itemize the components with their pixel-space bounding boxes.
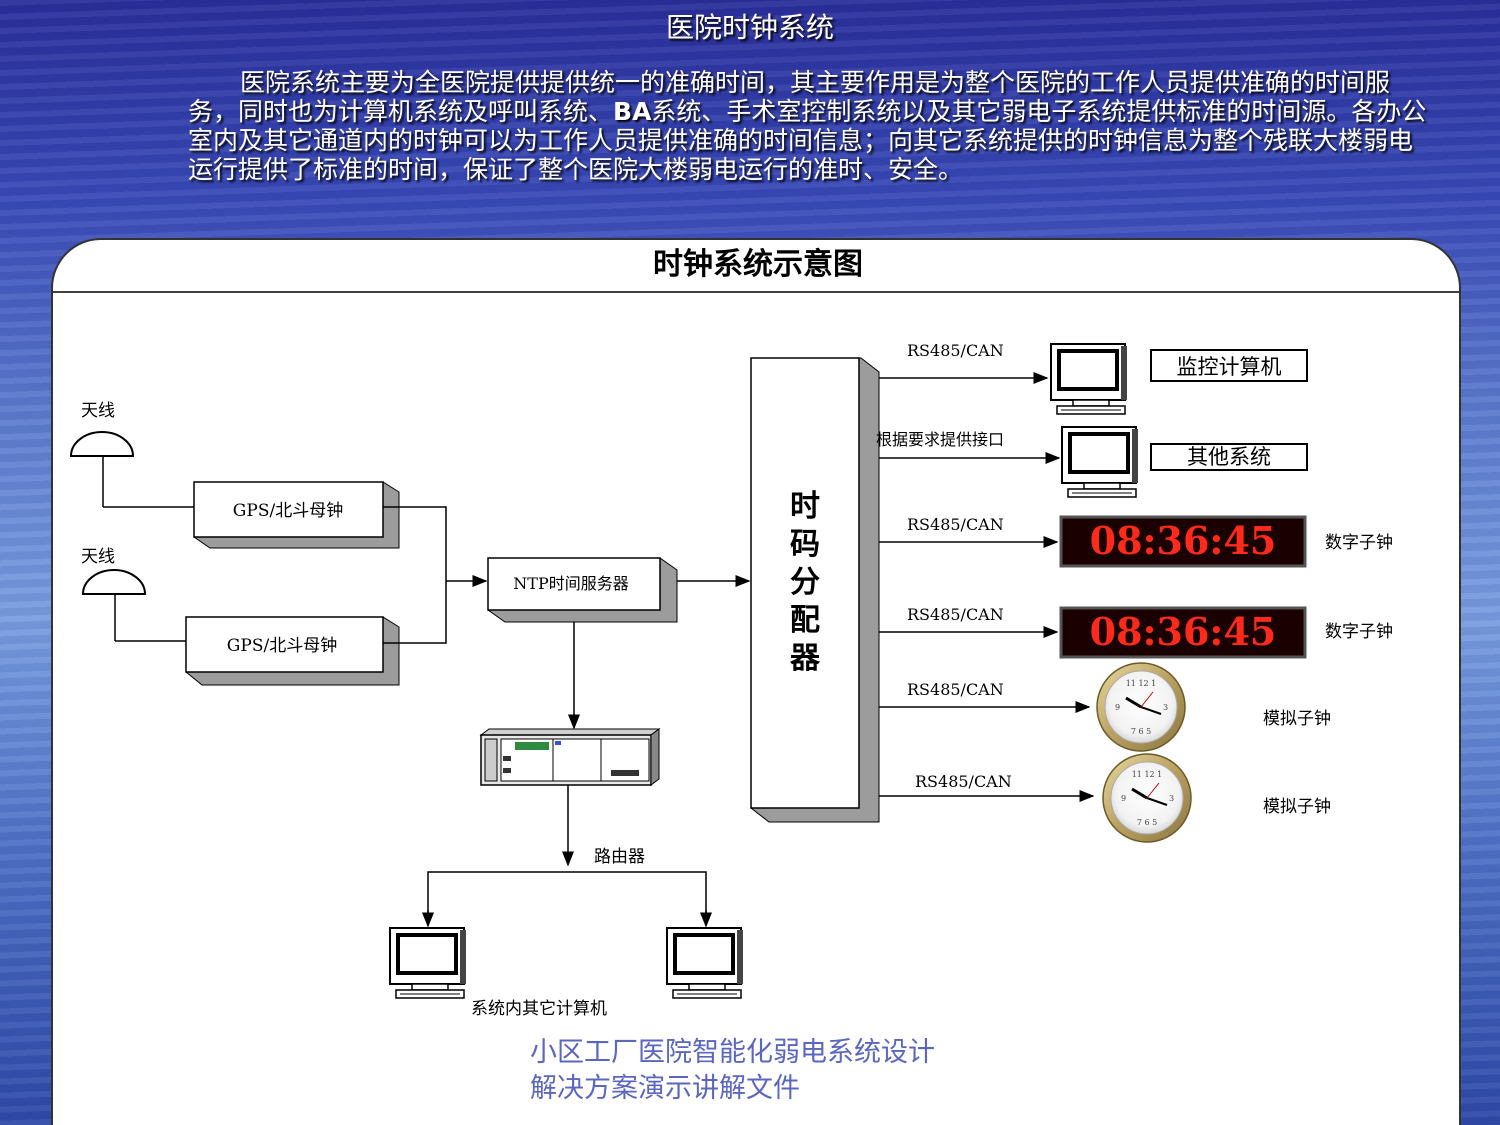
device-label-1: 监控计算机 xyxy=(1177,355,1282,379)
link-label-5: RS485/CAN xyxy=(907,680,1004,699)
svg-text:分: 分 xyxy=(790,565,820,600)
slide-title: 医院时钟系统 xyxy=(665,11,834,44)
device-label-4: 数字子钟 xyxy=(1325,622,1393,642)
svg-text:11 12 1: 11 12 1 xyxy=(1132,770,1163,779)
gps-master-clock-1 xyxy=(193,481,400,549)
antenna-label-2: 天线 xyxy=(81,547,115,567)
footer-line-2: 解决方案演示讲解文件 xyxy=(530,1073,800,1104)
svg-text:器: 器 xyxy=(789,641,821,676)
svg-text:9: 9 xyxy=(1115,703,1120,712)
diagram-panel: 时钟系统示意图 天线 天线 GPS/北斗母钟 GPS/北斗母钟 NTP时间服务器 xyxy=(51,238,1461,1125)
gps-to-ntp-connector xyxy=(383,506,488,644)
ntp-server xyxy=(487,557,678,623)
intro-paragraph: 医院系统主要为全医院提供提供统一的准确时间，其主要作用是为整个医院的工作人员提供… xyxy=(188,68,1428,184)
diagram-heading: 时钟系统示意图 xyxy=(653,247,863,282)
router-branch xyxy=(422,871,712,928)
svg-text:3: 3 xyxy=(1163,703,1168,712)
device-box-2 xyxy=(1150,443,1308,471)
svg-text:配: 配 xyxy=(790,603,820,638)
analog-clock-icon-1: 11 12 1 9 3 7 6 5 xyxy=(1096,662,1186,752)
svg-text:3: 3 xyxy=(1169,794,1174,803)
svg-text:码: 码 xyxy=(790,527,820,562)
router-label: 路由器 xyxy=(594,847,645,867)
svg-text:9: 9 xyxy=(1121,794,1126,803)
device-label-3: 数字子钟 xyxy=(1325,533,1393,553)
gps-master-clock-label-1: GPS/北斗母钟 xyxy=(233,501,343,521)
device-box-1 xyxy=(1150,349,1308,382)
link-label-2: 根据要求提供接口 xyxy=(876,430,1004,449)
intro-text-2: 系统、手术室控制系统以及其它弱电子系统提供标准的时间源。各办公室内及其它通道内的… xyxy=(188,97,1427,184)
device-label-2: 其他系统 xyxy=(1187,445,1271,469)
digital-clock-icon-1: 08:36:45 xyxy=(1059,515,1307,568)
link-label-1: RS485/CAN xyxy=(907,341,1004,360)
network-switch-icon xyxy=(479,728,661,786)
antenna-label-1: 天线 xyxy=(81,401,115,421)
ntp-server-label: NTP时间服务器 xyxy=(513,574,628,593)
computer-icon-lan-2 xyxy=(665,926,745,1000)
svg-text:7 6 5: 7 6 5 xyxy=(1137,818,1157,827)
digital-clock-display-2: 08:36:45 xyxy=(1090,609,1277,654)
computer-icon-lan-1 xyxy=(388,926,468,1000)
footer-line-1: 小区工厂医院智能化弱电系统设计 xyxy=(530,1037,935,1068)
other-computers-label: 系统内其它计算机 xyxy=(471,999,607,1019)
antenna-icon-1 xyxy=(69,431,194,508)
intro-text-1: 医院系统主要为全医院提供提供统一的准确时间，其主要作用是为整个医院的工作人员提供… xyxy=(188,68,1391,126)
digital-clock-icon-2: 08:36:45 xyxy=(1059,606,1307,659)
antenna-icon-2 xyxy=(81,569,186,642)
link-label-6: RS485/CAN xyxy=(915,772,1012,791)
intro-text-ba: BA xyxy=(613,97,652,126)
device-label-6: 模拟子钟 xyxy=(1263,797,1331,817)
svg-text:时: 时 xyxy=(790,489,820,524)
link-label-3: RS485/CAN xyxy=(907,515,1004,534)
computer-icon-other-systems xyxy=(1060,425,1140,499)
device-label-5: 模拟子钟 xyxy=(1263,709,1331,729)
digital-clock-display-1: 08:36:45 xyxy=(1090,518,1277,563)
clock-system-diagram: 时钟系统示意图 天线 天线 GPS/北斗母钟 GPS/北斗母钟 NTP时间服务器 xyxy=(53,247,1459,1019)
gps-master-clock-label-2: GPS/北斗母钟 xyxy=(227,636,337,656)
distributor-label: 时 码 分 配 器 xyxy=(789,489,821,676)
link-label-4: RS485/CAN xyxy=(907,605,1004,624)
svg-text:11 12 1: 11 12 1 xyxy=(1126,679,1157,688)
svg-text:7 6 5: 7 6 5 xyxy=(1131,727,1151,736)
computer-icon-monitoring xyxy=(1049,342,1129,416)
analog-clock-icon-2: 11 12 1 9 3 7 6 5 xyxy=(1102,753,1192,843)
time-code-distributor xyxy=(750,357,880,823)
gps-master-clock-2 xyxy=(185,616,400,686)
